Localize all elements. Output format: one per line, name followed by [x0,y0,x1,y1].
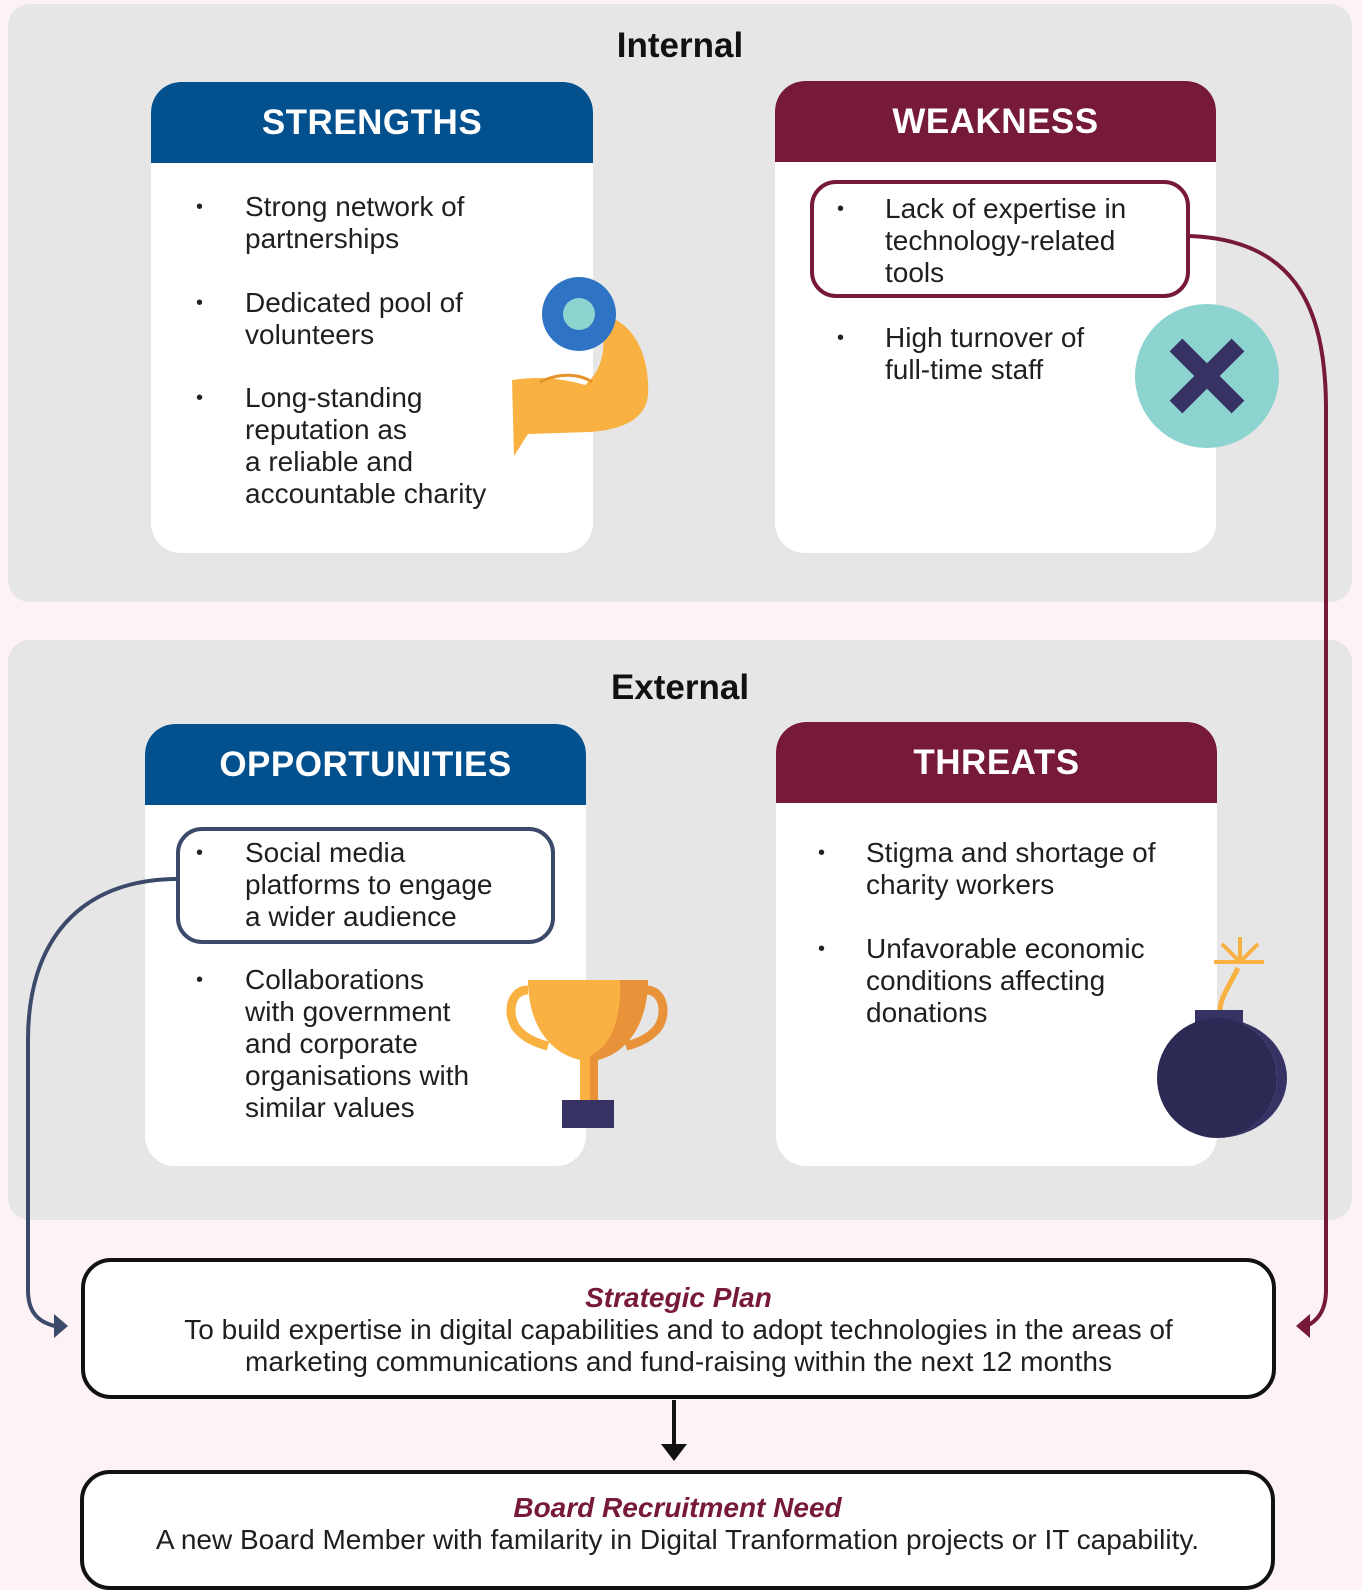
opportunity-highlight [176,827,555,944]
bullet: • [818,938,826,960]
bullet: • [818,842,826,864]
opportunities-card: OPPORTUNITIES [145,724,586,1166]
opportunities-header: OPPORTUNITIES [145,724,586,805]
bullet: • [196,387,204,409]
weakness-item: High turnover of full-time staff [885,322,1085,385]
arrowhead-down [661,1444,687,1461]
weakness-item: Lack of expertise in technology-related … [885,193,1127,288]
strategic-plan-title: Strategic Plan [585,1282,772,1313]
weakness-header: WEAKNESS [775,81,1216,162]
threat-item: Unfavorable economic conditions affectin… [866,933,1145,1028]
opportunity-item: Collaborations with government and corpo… [245,964,470,1123]
strengths-header: STRENGTHS [151,82,593,163]
strategic-plan-text-2: marketing communications and fund-raisin… [245,1346,1112,1377]
strength-item: Long-standing reputation as a reliable a… [245,382,487,509]
arrowhead-left [54,1314,68,1338]
weakness-connector [1189,234,1328,1328]
strength-item: Dedicated pool of volunteers [245,287,463,350]
bomb-icon [1157,937,1287,1138]
threat-item: Stigma and shortage of charity workers [866,837,1156,900]
strength-item: Strong network of partnerships [245,191,465,254]
bullet: • [196,842,204,864]
internal-title: Internal [616,26,744,65]
bullet: • [837,327,845,349]
close-x-icon [1135,304,1279,448]
arrowhead-right [1296,1314,1310,1338]
trophy-icon [506,980,668,1128]
board-recruitment-box: Board Recruitment Need A new Board Membe… [80,1470,1275,1590]
threats-header: THREATS [776,722,1217,803]
board-recruitment-text: A new Board Member with familarity in Di… [155,1524,1200,1555]
bullet: • [196,196,204,218]
threats-card: THREATS [776,722,1217,1166]
strengths-card: STRENGTHS [151,82,593,553]
external-title: External [610,668,750,707]
strategic-plan-box: Strategic Plan To build expertise in dig… [81,1258,1276,1399]
weakness-highlight [810,180,1190,298]
bullet: • [837,198,845,220]
opportunity-connector [26,877,177,1328]
bullet: • [196,969,204,991]
flexed-arm-icon [512,277,649,456]
bullet: • [196,292,204,314]
board-recruitment-title: Board Recruitment Need [513,1492,842,1523]
weakness-card: WEAKNESS [775,81,1216,553]
opportunity-item: Social media platforms to engage a wider… [245,837,493,932]
strategic-plan-text-1: To build expertise in digital capabiliti… [184,1314,1173,1345]
